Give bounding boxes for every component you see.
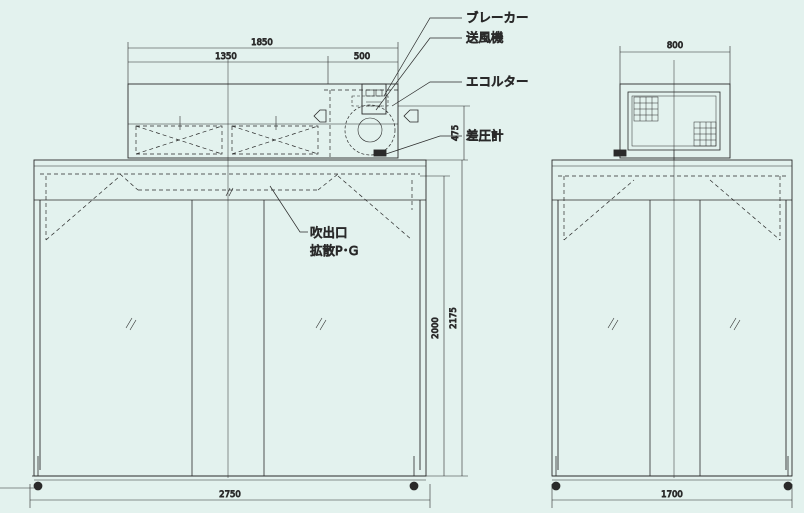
differential-gauge	[373, 149, 387, 157]
front-dimension-lines	[0, 42, 470, 508]
dim-1700: 1700	[661, 490, 683, 500]
dim-500: 500	[354, 52, 370, 62]
front-main-cabinet	[33, 159, 427, 477]
dim-2750: 2750	[219, 490, 241, 500]
side-filter-mesh	[633, 96, 717, 147]
front-view	[0, 17, 470, 508]
dim-2175: 2175	[449, 307, 459, 329]
side-main-cabinet	[551, 159, 793, 477]
dim-1850: 1850	[251, 38, 273, 48]
front-leaders	[269, 17, 462, 233]
side-dimension-lines	[551, 46, 793, 508]
side-casters	[551, 456, 793, 491]
dim-800: 800	[667, 41, 683, 51]
airflow-arrow-left	[313, 109, 327, 123]
callout-breaker: ブレーカー	[466, 10, 529, 25]
callout-outlet-line1: 吹出口	[310, 225, 348, 240]
dim-1350: 1350	[215, 52, 237, 62]
callout-differential-gauge: 差圧計	[466, 128, 504, 143]
side-top-housing	[619, 83, 731, 159]
breaker-box	[361, 83, 387, 115]
front-ducts	[135, 89, 398, 158]
callout-outlet-line2: 拡散P･G	[310, 243, 358, 258]
airflow-arrow-right	[403, 109, 419, 123]
callout-blower: 送風機	[466, 30, 504, 45]
callout-eco-filter: エコルター	[466, 74, 529, 89]
front-casters	[32, 456, 420, 491]
side-diffuser	[558, 175, 786, 241]
front-diffuser	[40, 173, 420, 241]
front-top-housing	[127, 83, 399, 159]
dim-2000: 2000	[431, 317, 441, 339]
side-view	[551, 46, 793, 508]
dim-475: 475	[451, 125, 461, 141]
front-blower	[344, 95, 396, 156]
